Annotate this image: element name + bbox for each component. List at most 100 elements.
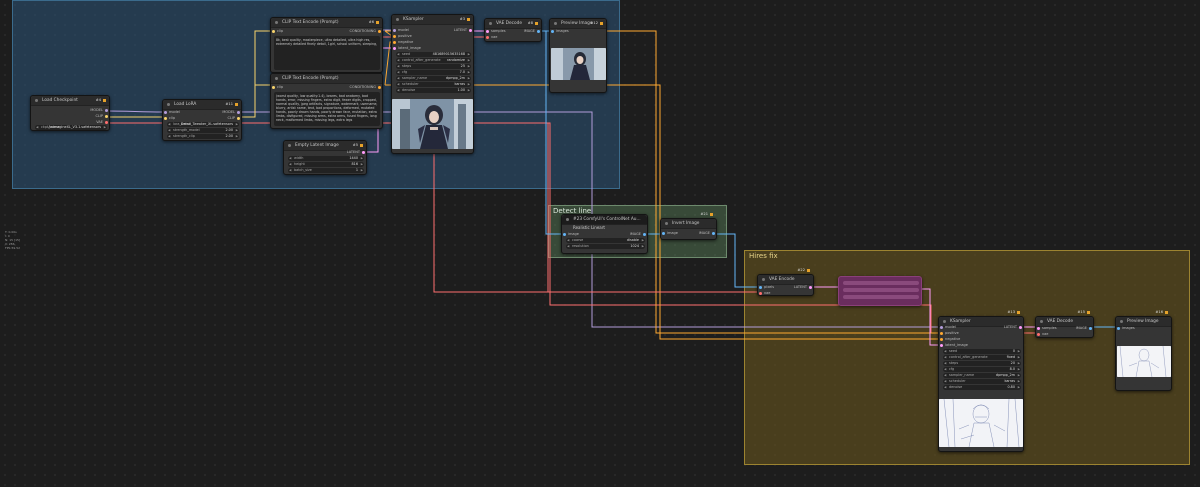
input-model[interactable]: model: [163, 110, 180, 115]
widget-bar[interactable]: [843, 288, 919, 292]
output-image[interactable]: IMAGE: [630, 232, 647, 237]
node-load-lora[interactable]: Load LoRA #11 model clip MODEL CLIP ◀lor…: [162, 99, 242, 141]
input-model[interactable]: model: [392, 28, 409, 33]
output-image[interactable]: IMAGE: [699, 231, 716, 236]
node-vae-encode[interactable]: VAE Encode #22 pixels vae LATENT: [757, 268, 814, 296]
output-conditioning[interactable]: CONDITIONING: [350, 85, 382, 90]
output-image[interactable]: IMAGE: [524, 29, 541, 34]
output-model[interactable]: MODEL: [222, 110, 241, 115]
node-invert-image[interactable]: Invert Image #21 image IMAGE: [660, 212, 717, 240]
node-latent-upscale[interactable]: [838, 276, 922, 306]
node-ksampler[interactable]: KSampler #3 model positive negative late…: [391, 14, 474, 154]
node-header[interactable]: CLIP Text Encode (Prompt): [271, 74, 382, 84]
node-header[interactable]: Load Checkpoint #4: [31, 96, 109, 106]
node-header[interactable]: Preview Image #12: [550, 19, 606, 29]
input-model[interactable]: model: [939, 325, 956, 330]
node-title: Empty Latent Image: [295, 143, 339, 148]
output-image[interactable]: IMAGE: [1076, 326, 1093, 331]
input-positive[interactable]: positive: [392, 34, 412, 39]
input-latent-image[interactable]: latent_image: [939, 343, 968, 348]
input-images[interactable]: images: [550, 29, 569, 34]
input-negative[interactable]: negative: [392, 40, 413, 45]
node-clip-text-encode-negative[interactable]: CLIP Text Encode (Prompt) clip CONDITION…: [270, 73, 383, 129]
input-image[interactable]: image: [661, 231, 678, 236]
node-realistic-lineart[interactable]: #23 ComfyUI's ControlNet Au... Realistic…: [561, 214, 648, 254]
output-clip[interactable]: CLIP: [227, 116, 241, 121]
input-vae[interactable]: vae: [485, 35, 497, 40]
node-load-checkpoint[interactable]: Load Checkpoint #4 MODEL CLIP VAE ◀ckpt_…: [30, 95, 110, 131]
node-header[interactable]: Invert Image #21: [661, 212, 716, 229]
node-header[interactable]: KSampler #13: [939, 310, 1023, 327]
output-conditioning[interactable]: CONDITIONING: [350, 29, 382, 34]
input-negative[interactable]: negative: [939, 337, 960, 342]
node-header[interactable]: KSampler #3: [392, 15, 473, 25]
node-preview-image-hires[interactable]: Preview Image #16 images: [1115, 310, 1172, 391]
node-header[interactable]: Load LoRA #11: [163, 100, 241, 110]
node-title: Load LoRA: [174, 102, 197, 107]
node-header[interactable]: VAE Encode #22: [758, 268, 813, 285]
node-header[interactable]: VAE Decode #8: [485, 19, 541, 29]
output-clip[interactable]: CLIP: [95, 114, 109, 119]
output-latent[interactable]: LATENT: [454, 28, 473, 33]
node-preview-image[interactable]: Preview Image #12 images: [549, 18, 607, 93]
output-vae[interactable]: VAE: [96, 120, 109, 125]
node-ksampler-hires[interactable]: KSampler #13 model positive negative lat…: [938, 310, 1024, 452]
node-clip-text-encode-positive[interactable]: CLIP Text Encode (Prompt) #6 clip CONDIT…: [270, 17, 383, 73]
input-clip[interactable]: clip: [271, 85, 283, 90]
widget-bar[interactable]: [843, 281, 919, 285]
input-latent-image[interactable]: latent_image: [392, 46, 421, 51]
prompt-textarea[interactable]: 8k, best quality, masterpiece, ultra det…: [274, 36, 380, 70]
node-header[interactable]: VAE Decode #15: [1036, 310, 1093, 327]
node-header[interactable]: Empty Latent Image #5: [284, 141, 366, 151]
input-clip[interactable]: clip: [163, 116, 175, 121]
node-id-badge: #11: [225, 102, 238, 107]
input-pixels[interactable]: pixels: [758, 285, 774, 290]
input-clip[interactable]: clip: [271, 29, 283, 34]
node-header[interactable]: #23 ComfyUI's ControlNet Au...: [562, 215, 647, 225]
node-vae-decode[interactable]: VAE Decode #8 samples vae IMAGE: [484, 18, 542, 42]
input-vae[interactable]: vae: [1036, 332, 1048, 337]
node-id-badge: #6: [369, 20, 379, 25]
input-positive[interactable]: positive: [939, 331, 959, 336]
input-images[interactable]: images: [1116, 326, 1135, 331]
node-title: VAE Encode: [769, 277, 795, 282]
output-latent[interactable]: LATENT: [794, 285, 813, 290]
input-image[interactable]: image: [562, 232, 579, 237]
node-header[interactable]: CLIP Text Encode (Prompt) #6: [271, 18, 382, 28]
input-samples[interactable]: samples: [1036, 326, 1057, 331]
output-latent[interactable]: LATENT: [347, 150, 366, 155]
node-vae-decode-hires[interactable]: VAE Decode #15 samples vae IMAGE: [1035, 310, 1094, 338]
input-vae[interactable]: vae: [758, 291, 770, 296]
node-header[interactable]: Preview Image #16: [1116, 310, 1171, 327]
input-samples[interactable]: samples: [485, 29, 506, 34]
prompt-textarea[interactable]: (worst quality, low quality:1.4), lowres…: [274, 92, 380, 126]
output-latent[interactable]: LATENT: [1004, 325, 1023, 330]
node-title: CLIP Text Encode (Prompt): [282, 76, 339, 81]
widget-bar[interactable]: [843, 295, 919, 299]
output-model[interactable]: MODEL: [90, 108, 109, 113]
